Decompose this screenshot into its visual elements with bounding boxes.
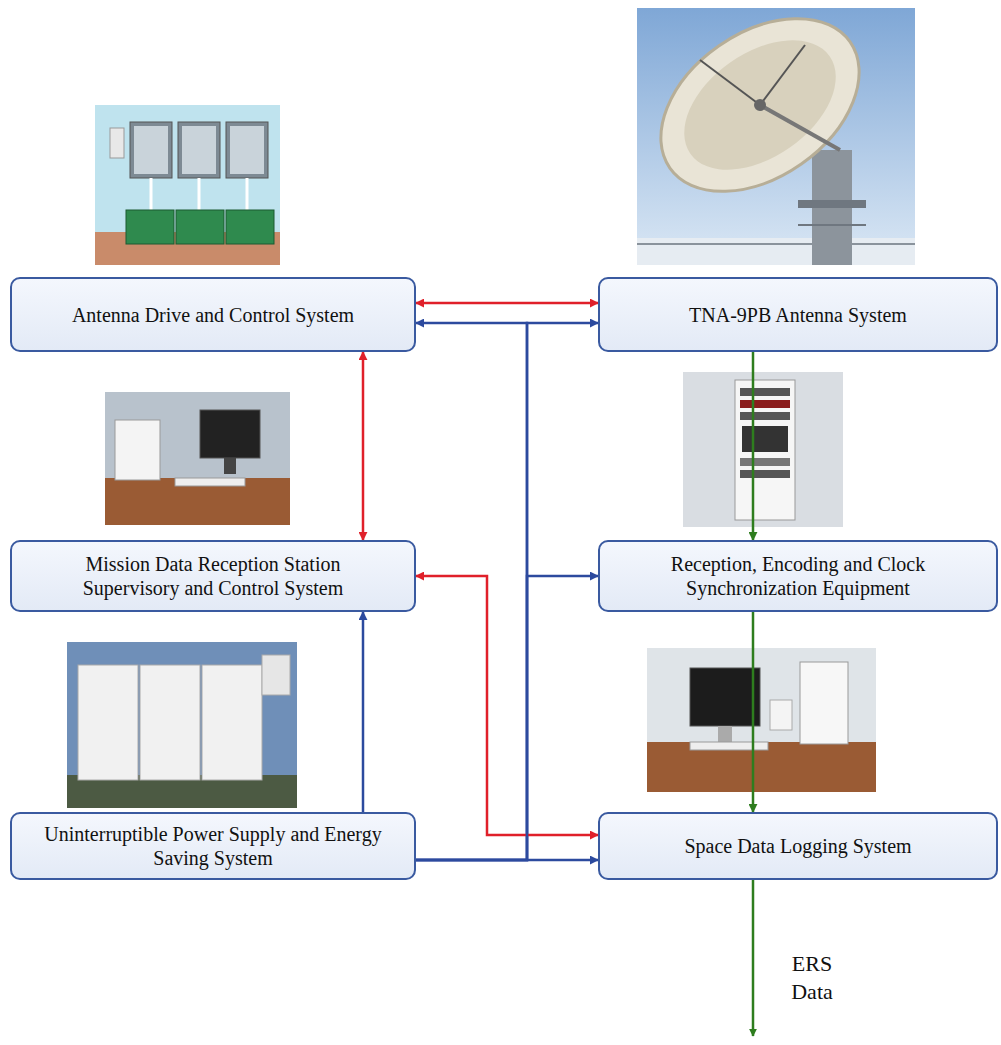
process-box: Reception, Encoding and Clock Synchroniz… <box>598 540 998 612</box>
control-cabinets-photo <box>95 105 280 265</box>
connector-arrow <box>752 352 755 540</box>
computer-photo <box>647 648 876 792</box>
computer-photo <box>105 392 290 525</box>
box-label: Uninterruptible Power Supply and Energy … <box>42 822 384 870</box>
connector-arrow <box>752 612 755 812</box>
rack-photo <box>683 372 843 527</box>
connector-arrow <box>416 302 598 305</box>
connector-arrow <box>362 612 365 812</box>
box-label: Space Data Logging System <box>684 834 911 858</box>
process-box: Antenna Drive and Control System <box>10 277 416 352</box>
box-label: Mission Data Reception Station Superviso… <box>42 552 384 600</box>
ups-photo <box>67 642 297 808</box>
antenna-photo <box>629 0 915 265</box>
box-label: TNA-9PB Antenna System <box>689 303 907 327</box>
connector-arrow <box>416 323 598 860</box>
connector-arrow <box>416 576 598 860</box>
process-box: Uninterruptible Power Supply and Energy … <box>10 812 416 880</box>
connector-arrow <box>416 576 598 835</box>
connector-arrow <box>416 859 598 862</box>
connector-arrow <box>362 352 365 540</box>
box-label: Reception, Encoding and Clock Synchroniz… <box>630 552 966 600</box>
connector-arrow <box>416 323 527 860</box>
output-label: ERS Data <box>772 950 852 1005</box>
output-arrow <box>752 880 755 1036</box>
box-label: Antenna Drive and Control System <box>72 303 354 327</box>
process-box: TNA-9PB Antenna System <box>598 277 998 352</box>
process-box: Mission Data Reception Station Superviso… <box>10 540 416 612</box>
process-box: Space Data Logging System <box>598 812 998 880</box>
